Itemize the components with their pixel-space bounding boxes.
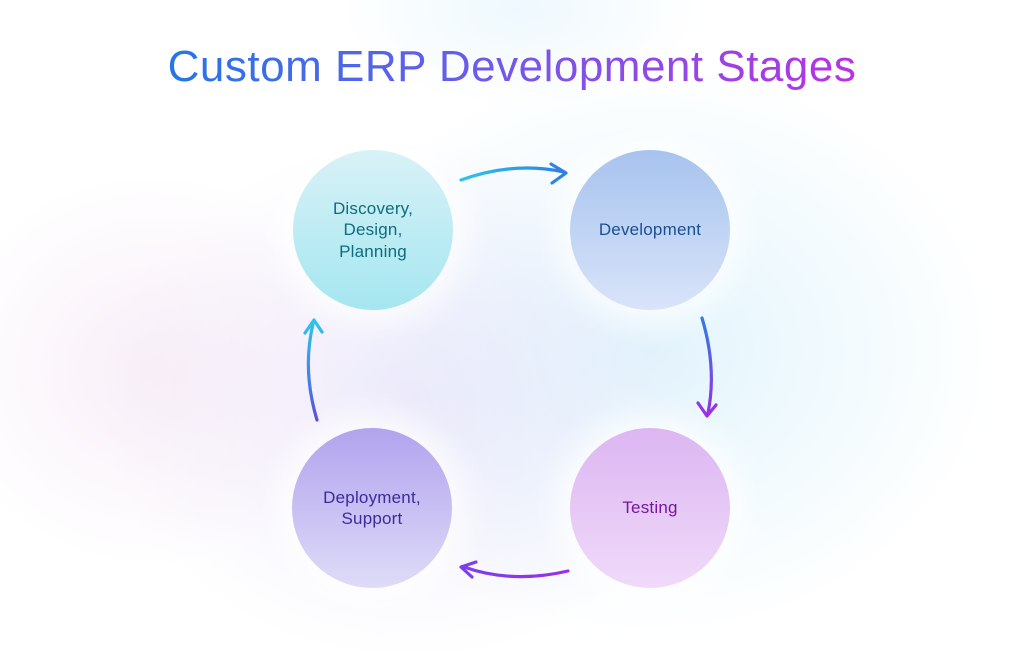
stage-circle-development: Development — [570, 150, 730, 310]
stage-label-discovery: Discovery, Design, Planning — [332, 198, 414, 261]
page-title: Custom ERP Development Stages — [0, 42, 1024, 92]
arrow-development-to-testing — [696, 316, 718, 418]
arrow-head — [549, 162, 568, 185]
stage-label-deployment: Deployment, Support — [323, 487, 421, 528]
stage-circle-discovery: Discovery, Design, Planning — [293, 150, 453, 310]
stage-label-testing: Testing — [622, 498, 678, 518]
arrow-head — [303, 318, 324, 335]
arrow-line — [459, 166, 566, 182]
stage-label-development: Development — [598, 220, 702, 240]
arrow-deployment-to-discovery — [303, 318, 324, 422]
arrow-line — [700, 316, 713, 415]
arrow-head — [459, 560, 478, 579]
arrow-line — [306, 322, 319, 422]
arrow-testing-to-deployment — [459, 560, 570, 579]
arrow-line — [462, 565, 570, 579]
arrow-head — [696, 401, 718, 418]
stage-circle-testing: Testing — [570, 428, 730, 588]
arrow-discovery-to-development — [459, 162, 568, 185]
stage-circle-deployment: Deployment, Support — [292, 428, 452, 588]
